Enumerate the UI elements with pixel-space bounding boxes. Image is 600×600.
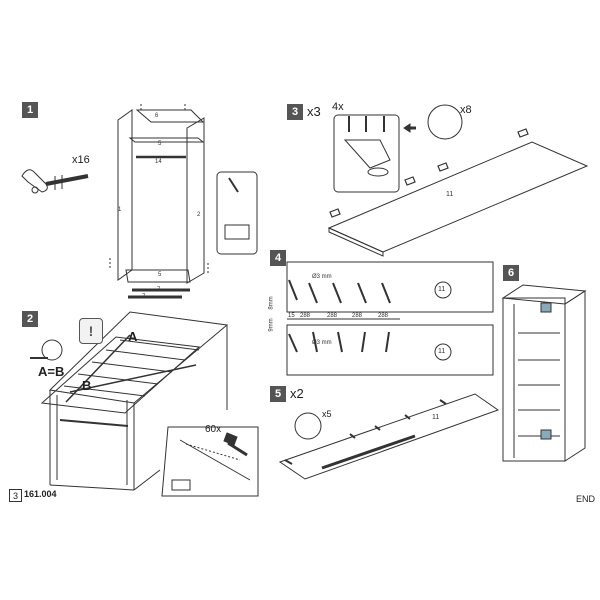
step1-screw-count: x16 (72, 154, 90, 166)
step5-part-label: 11 (432, 414, 440, 421)
step5-multiplier: x2 (290, 386, 304, 401)
dowel-marks (288, 279, 391, 353)
hammer-icon (223, 432, 248, 457)
step-1-badge: 1 (22, 102, 38, 118)
page-number: 3 (9, 489, 22, 502)
warning-icon: ! (79, 318, 103, 344)
hinge-count: 4x (332, 101, 344, 113)
step-3-badge: 3 (287, 104, 303, 120)
dim-288-3: 288 (352, 313, 363, 319)
step4-part-label-bottom: 11 (438, 348, 446, 355)
tape-measure-icon (30, 339, 63, 361)
part-label-6: 6 (155, 113, 159, 119)
dim-288-1: 288 (300, 313, 311, 319)
step1-frame (109, 104, 209, 299)
dim-288-2: 288 (327, 313, 338, 319)
part-label-5-top: 5 (158, 141, 162, 147)
end-label: END (576, 494, 596, 504)
nail-count: 60x (205, 424, 222, 435)
part-label-2: 2 (197, 212, 201, 218)
cabinet-icon (501, 284, 587, 462)
part-label-1: 1 (118, 207, 122, 213)
part-label-14: 14 (155, 159, 162, 165)
step-6-badge: 6 (503, 265, 519, 281)
step3-screw-count: x8 (460, 104, 472, 116)
screw-icon (427, 104, 463, 140)
step5-screw-count: x5 (322, 409, 332, 419)
step3-part-label: 11 (446, 191, 454, 198)
edge-dim-9mm: 9mm (268, 318, 275, 332)
wrench-icon (21, 169, 89, 194)
diagonal-label-a: A (128, 329, 138, 344)
step-4-badge: 4 (270, 250, 286, 266)
equal-diagonals-label: A=B (38, 364, 65, 379)
screw-marks (284, 399, 447, 465)
step4-part-label-top: 11 (438, 286, 446, 293)
dim-288-4: 288 (378, 313, 389, 319)
edge-dim-8mm: 8mm (268, 296, 275, 310)
part-label-7a: 7 (157, 287, 161, 293)
step2-cabinet (40, 311, 229, 491)
hole-label-bottom: Ø3 mm (312, 340, 332, 346)
step-2-badge: 2 (22, 311, 38, 327)
hinge-marks (329, 128, 529, 218)
diagonal-label-b: B (82, 378, 92, 393)
part-label-5-bottom: 5 (158, 272, 162, 278)
dim-15: 15 (288, 313, 295, 319)
hole-label-top: Ø3 mm (312, 274, 332, 280)
product-code: 161.004 (24, 489, 57, 499)
step-5-badge: 5 (270, 386, 286, 402)
step3-multiplier: x3 (307, 104, 321, 119)
part-label-7b: 7 (142, 294, 146, 300)
